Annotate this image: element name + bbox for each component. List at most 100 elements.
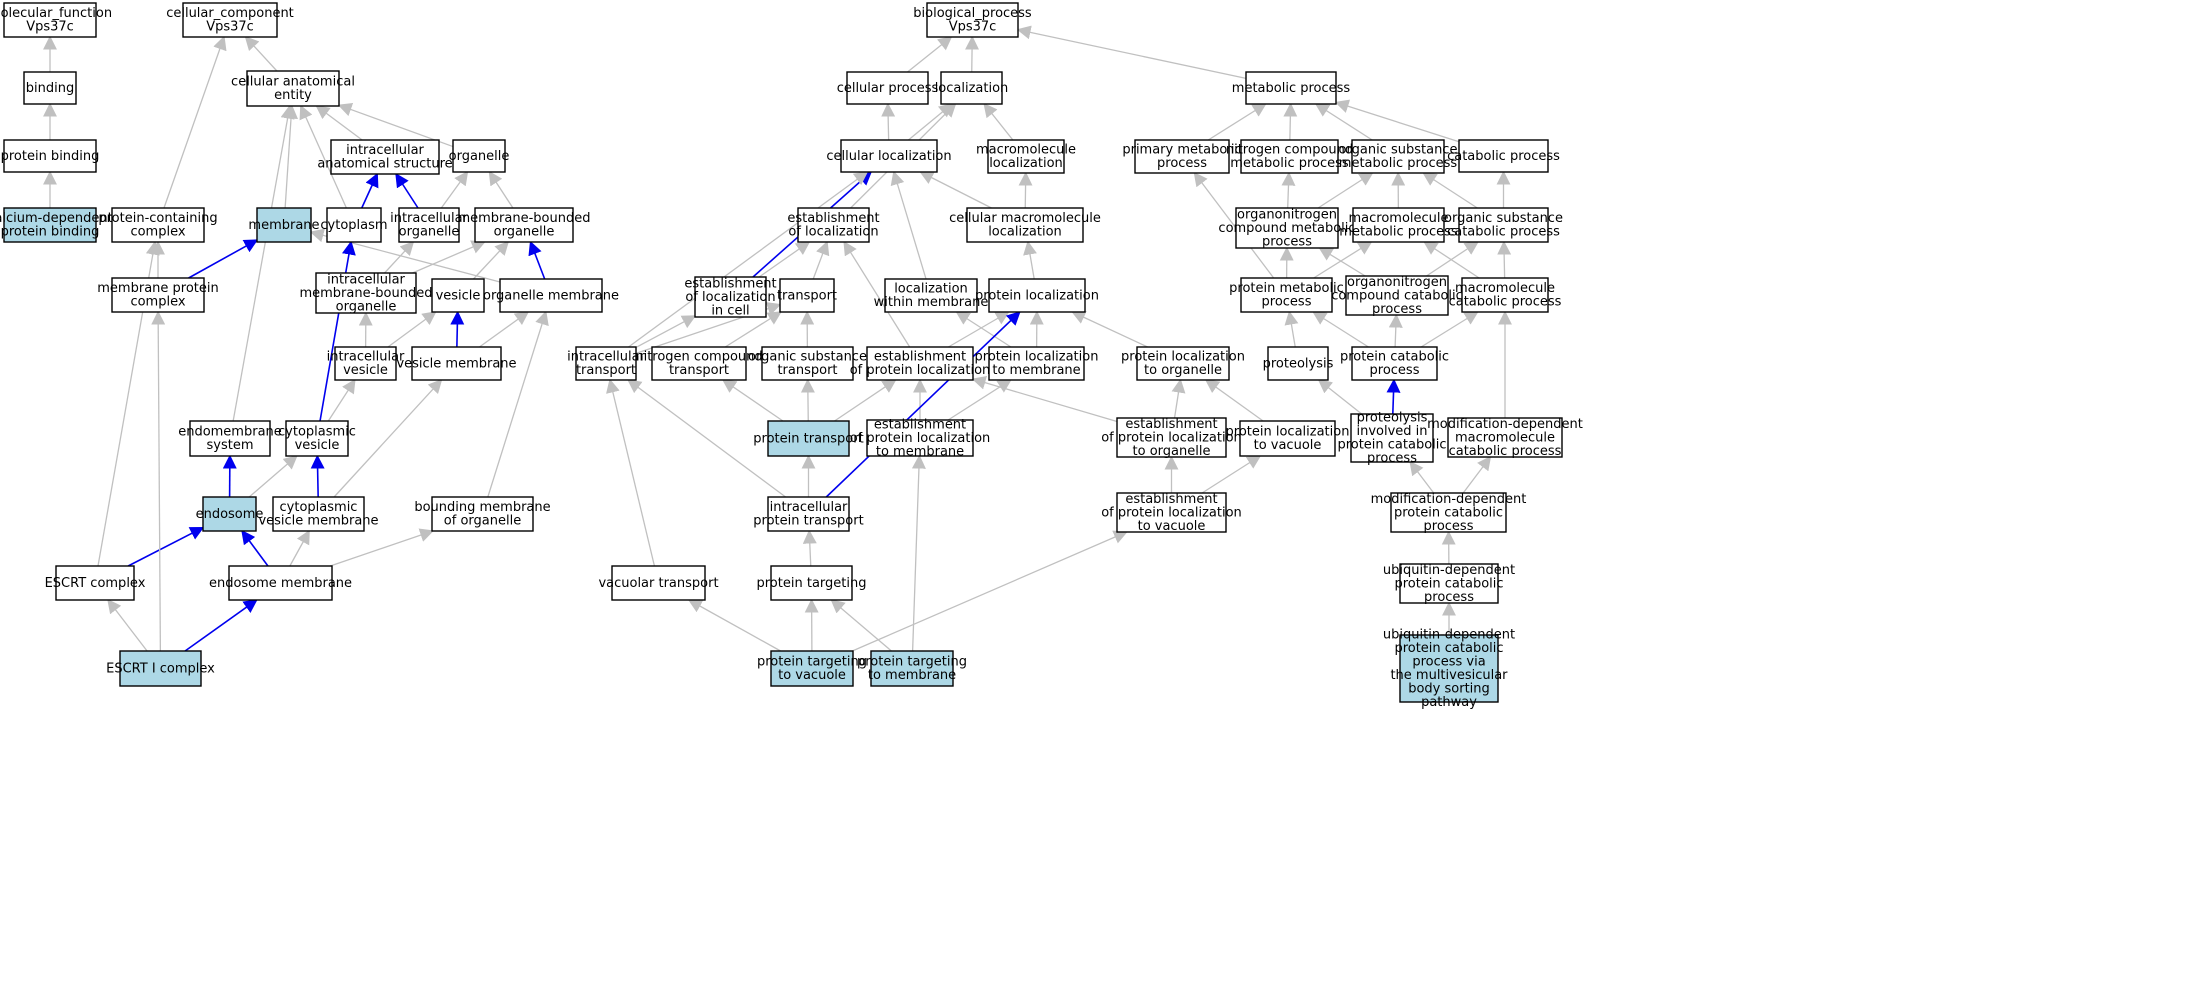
edge-modification_dependent_protein-to-proteolysis_catabolic — [1409, 460, 1435, 494]
term-label: macromolecule — [1348, 211, 1448, 226]
term-label: binding — [26, 81, 74, 96]
edge-nitrogen_compound_transport-to-transport — [724, 311, 782, 348]
term-node-vesicle-membrane[interactable]: vesicle membrane — [396, 346, 517, 381]
term-label: protein localization — [975, 288, 1099, 303]
term-node-transport[interactable]: transport — [777, 278, 837, 313]
term-label: protein-containing — [98, 211, 217, 226]
term-node-cellular-localization[interactable]: cellular localization — [826, 139, 952, 173]
term-label: membrane-bounded — [457, 211, 590, 226]
term-label: intracellular — [327, 272, 405, 287]
term-label: catabolic process — [1449, 444, 1562, 459]
term-node-binding[interactable]: binding — [23, 71, 77, 105]
term-label: catabolic process — [1447, 149, 1560, 164]
edge-localization_within_membrane-to-cellular_localization — [890, 170, 927, 280]
term-node-endosome-membrane[interactable]: endosome membrane — [209, 565, 352, 601]
term-node-catabolic-process[interactable]: catabolic process — [1447, 139, 1560, 173]
term-node-proteolysis[interactable]: proteolysis — [1263, 346, 1334, 381]
term-label: organelle — [399, 225, 460, 240]
term-node-membrane[interactable]: membrane — [248, 207, 320, 243]
term-label: protein targeting — [757, 655, 867, 670]
term-node-endosome[interactable]: endosome — [196, 496, 264, 532]
term-label: establishment — [874, 417, 966, 432]
term-node-protein-binding[interactable]: protein binding — [1, 139, 100, 173]
term-node-escrt-i-complex[interactable]: ESCRT I complex — [106, 650, 215, 687]
term-label: bounding membrane — [414, 500, 550, 515]
term-node-modification-dependent-macro[interactable]: modification-dependentmacromoleculecatab… — [1427, 417, 1583, 459]
term-node-metabolic-process[interactable]: metabolic process — [1232, 71, 1351, 105]
term-label: intracellular — [346, 143, 424, 158]
term-node-protein-localization[interactable]: protein localization — [975, 278, 1099, 313]
term-label: nitrogen compound — [635, 350, 762, 365]
term-node-protein-transport[interactable]: protein transport — [753, 420, 864, 457]
term-node-localization[interactable]: localization — [935, 71, 1009, 105]
edge-vesicle_membrane-to-organelle_membrane — [479, 311, 530, 348]
term-label: protein binding — [1, 225, 100, 240]
term-node-protein-targeting[interactable]: protein targeting — [757, 565, 867, 601]
term-label: macromolecule — [1455, 430, 1555, 445]
term-label: endomembrane — [178, 425, 282, 440]
term-box — [779, 278, 835, 313]
term-node-organelle[interactable]: organelle — [449, 139, 510, 173]
term-label: to vacuole — [1254, 438, 1322, 453]
term-node-vesicle[interactable]: vesicle — [431, 278, 485, 313]
term-box — [189, 420, 271, 457]
term-box — [111, 277, 205, 313]
term-node-cytoplasm[interactable]: cytoplasm — [320, 207, 388, 243]
term-label: intracellular — [567, 350, 645, 365]
term-node-vacuolar-transport[interactable]: vacuolar transport — [598, 565, 719, 601]
term-node-cellular-process[interactable]: cellular process — [837, 71, 939, 105]
term-node-escrt-complex[interactable]: ESCRT complex — [45, 565, 146, 601]
term-node-organelle-membrane[interactable]: organelle membrane — [483, 278, 619, 313]
term-label: localization — [989, 156, 1063, 171]
